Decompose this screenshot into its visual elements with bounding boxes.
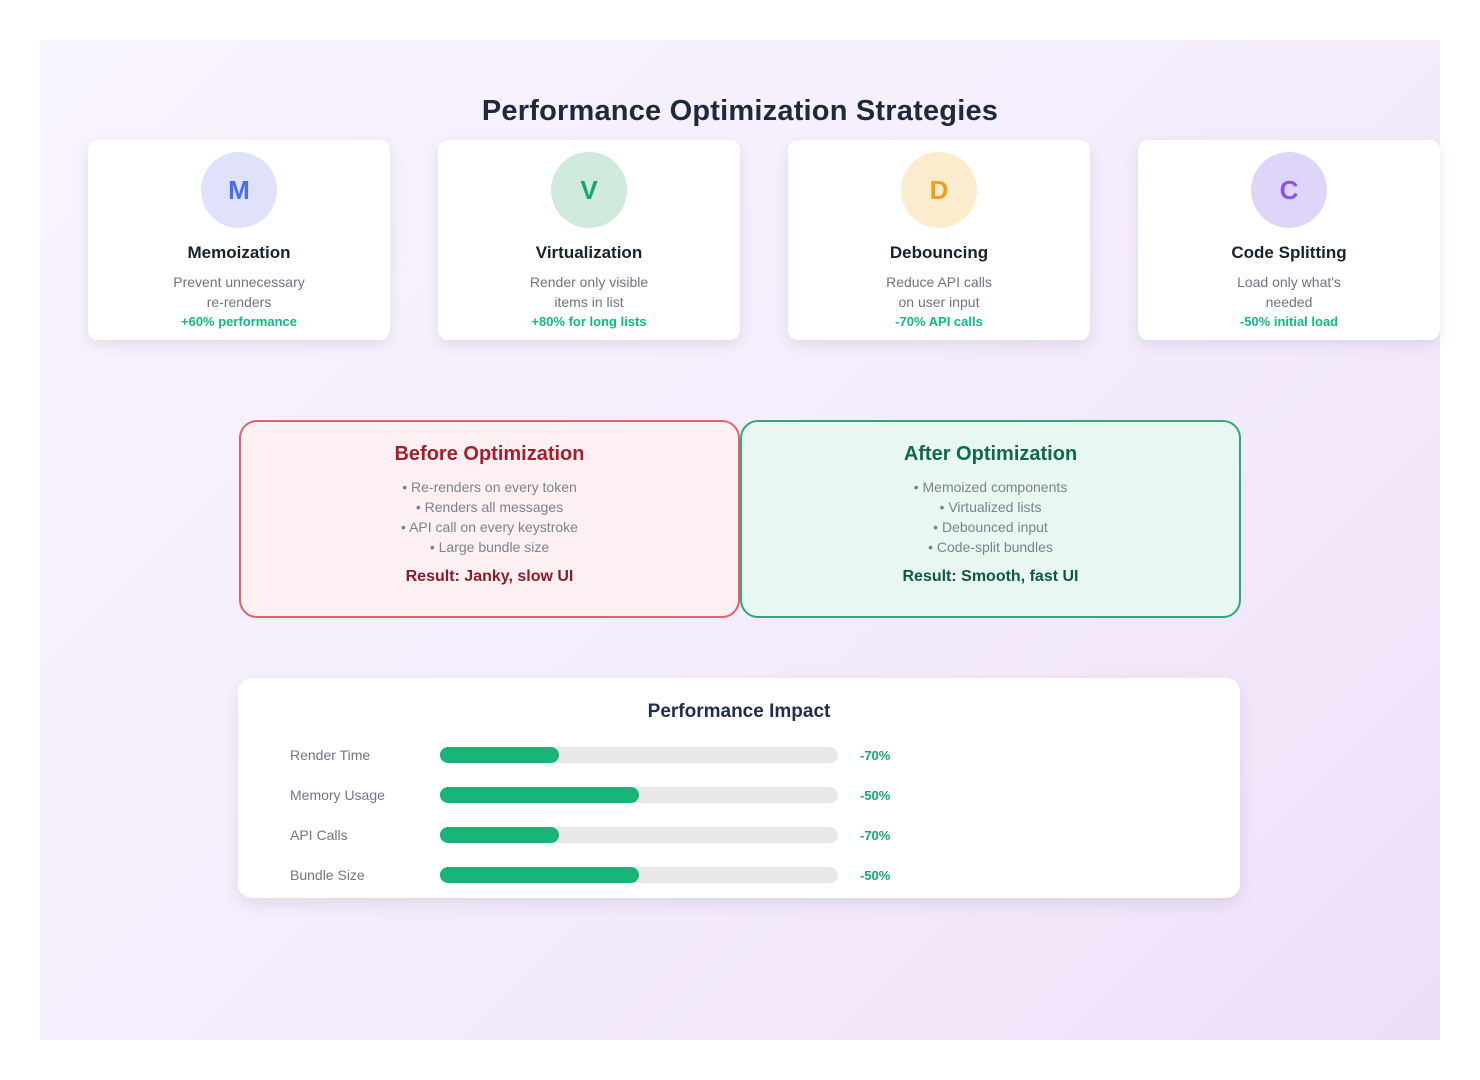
strategy-description: Prevent unnecessary re-renders [88, 272, 390, 312]
performance-impact-card: Performance Impact Render Time -70% Memo… [238, 678, 1240, 898]
before-result: Result: Janky, slow UI [405, 568, 574, 585]
strategy-description: Reduce API calls on user input [788, 272, 1090, 312]
strategy-card-debouncing: D Debouncing Reduce API calls on user in… [788, 140, 1090, 340]
bar-value: -70% [860, 827, 891, 843]
after-item: Virtualized lists [742, 497, 1239, 517]
after-optimization-box: After Optimization Memoized components V… [740, 420, 1241, 618]
bar-label: Memory Usage [290, 787, 385, 803]
after-result: Result: Smooth, fast UI [902, 568, 1079, 585]
debouncing-letter: D [929, 174, 949, 205]
strategy-description-line: Reduce API calls [886, 274, 992, 290]
bar-track [440, 747, 838, 763]
strategy-cards-row: M Memoization Prevent unnecessary re-ren… [88, 140, 1440, 340]
memoization-letter: M [228, 174, 250, 205]
after-item: Code-split bundles [742, 537, 1239, 557]
strategy-description-line: re-renders [206, 294, 272, 310]
bar-fill [440, 747, 560, 763]
strategy-description-line: needed [1265, 294, 1313, 310]
before-title: Before Optimization [394, 443, 585, 465]
after-items-list: Memoized components Virtualized lists De… [742, 477, 1239, 557]
before-items-list: Re-renders on every token Renders all me… [241, 477, 738, 557]
after-title: After Optimization [903, 443, 1078, 465]
impact-bar-row-api-calls: API Calls -70% [238, 815, 1240, 855]
strategy-description-line: Prevent unnecessary [173, 274, 305, 290]
strategy-stat: +80% for long lists [531, 314, 647, 329]
before-item: API call on every keystroke [241, 517, 738, 537]
before-after-comparison: Before Optimization Re-renders on every … [239, 420, 1241, 618]
impact-bar-row-memory-usage: Memory Usage -50% [238, 775, 1240, 815]
virtualization-letter-icon: V [551, 152, 627, 228]
strategy-name: Virtualization [535, 243, 643, 262]
bar-label: Render Time [290, 747, 371, 763]
bar-track [440, 827, 838, 843]
performance-impact-title: Performance Impact [647, 701, 831, 722]
bar-label: API Calls [290, 827, 348, 843]
strategy-stat: +60% performance [181, 314, 297, 329]
memoization-letter-icon: M [201, 152, 277, 228]
strategy-description: Load only what's needed [1138, 272, 1440, 312]
bar-fill [440, 787, 639, 803]
bar-track [440, 787, 838, 803]
page-background-panel: Performance Optimization Strategies M Me… [40, 40, 1440, 1040]
strategy-description-line: items in list [554, 294, 624, 310]
impact-bar-row-bundle-size: Bundle Size -50% [238, 855, 1240, 895]
strategy-description-line: on user input [898, 294, 980, 310]
strategy-description-line: Load only what's [1237, 274, 1341, 290]
before-item: Renders all messages [241, 497, 738, 517]
virtualization-letter: V [580, 174, 598, 205]
strategy-name: Code Splitting [1231, 243, 1347, 262]
before-item: Re-renders on every token [241, 477, 738, 497]
debouncing-letter-icon: D [901, 152, 977, 228]
bar-value: -50% [860, 787, 891, 803]
impact-bars: Render Time -70% Memory Usage -50% API C… [238, 735, 1240, 895]
strategy-name: Memoization [187, 243, 291, 262]
strategy-stat: -50% initial load [1239, 314, 1339, 329]
page-title: Performance Optimization Strategies [481, 95, 999, 127]
strategy-card-code-splitting: C Code Splitting Load only what's needed… [1138, 140, 1440, 340]
strategy-card-memoization: M Memoization Prevent unnecessary re-ren… [88, 140, 390, 340]
after-item: Debounced input [742, 517, 1239, 537]
strategy-card-virtualization: V Virtualization Render only visible ite… [438, 140, 740, 340]
after-item: Memoized components [742, 477, 1239, 497]
bar-track [440, 867, 838, 883]
before-item: Large bundle size [241, 537, 738, 557]
bar-fill [440, 827, 560, 843]
impact-bar-row-render-time: Render Time -70% [238, 735, 1240, 775]
bar-fill [440, 867, 639, 883]
bar-label: Bundle Size [290, 867, 365, 883]
strategy-description-line: Render only visible [529, 274, 649, 290]
before-optimization-box: Before Optimization Re-renders on every … [239, 420, 740, 618]
strategy-stat: -70% API calls [895, 314, 983, 329]
bar-value: -70% [860, 747, 891, 763]
strategy-description: Render only visible items in list [438, 272, 740, 312]
code-splitting-letter-icon: C [1251, 152, 1327, 228]
code-splitting-letter: C [1279, 174, 1299, 205]
bar-value: -50% [860, 867, 891, 883]
strategy-name: Debouncing [889, 243, 989, 262]
